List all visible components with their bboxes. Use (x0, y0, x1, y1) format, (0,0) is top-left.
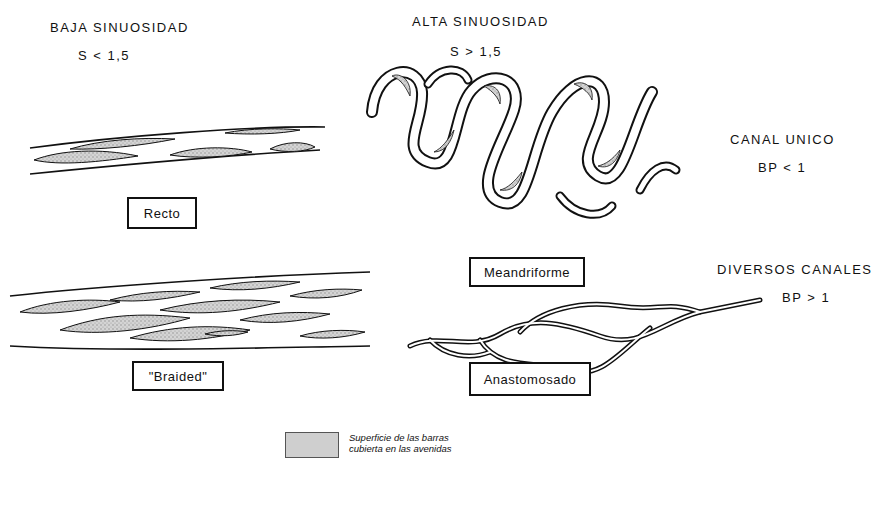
legend-swatch (285, 432, 339, 458)
channel-type-name: Recto (144, 206, 180, 221)
heading-label: DIVERSOS CANALES (717, 262, 873, 277)
heading-label: S < 1,5 (78, 48, 130, 63)
channel-type-box: Meandriforme (469, 257, 585, 287)
channel-type-box: "Braided" (132, 361, 224, 391)
point-bars (392, 75, 620, 190)
heading-label: BP < 1 (758, 160, 806, 175)
meander-channel (372, 70, 676, 214)
channel-type-name: Anastomosado (484, 372, 577, 387)
heading-label: ALTA SINUOSIDAD (412, 14, 549, 29)
heading-label: CANAL UNICO (730, 132, 835, 147)
channel-bars (34, 129, 315, 163)
braided-channel (10, 272, 370, 349)
braided-bars (20, 281, 365, 341)
heading-label: BP > 1 (782, 290, 830, 305)
heading-label: BAJA SINUOSIDAD (50, 20, 189, 35)
channel-type-box: Recto (127, 197, 197, 229)
channel-type-name: Meandriforme (484, 265, 570, 280)
channel-type-box: Anastomosado (469, 362, 591, 396)
legend-text: Superficie de las barras cubierta en las… (349, 432, 464, 455)
heading-label: S > 1,5 (450, 44, 502, 59)
channel-type-name: "Braided" (149, 369, 208, 384)
straight-channel (30, 127, 325, 174)
